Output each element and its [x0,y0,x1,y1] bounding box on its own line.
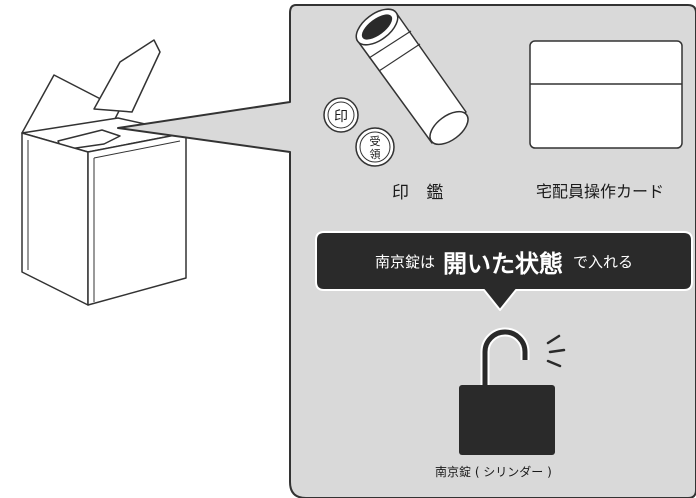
card-label: 宅配員操作カード [536,182,665,201]
stamp-glyph-in: 印 [334,109,348,125]
padlock-icon [459,327,555,455]
box-flap-right [93,39,161,113]
stamp-impression-juryo: 受 領 [355,127,395,167]
inkan-label: 印 鑑 [392,183,450,203]
banner-text: 南京錠は 開いた状態 で入れる [320,236,688,286]
banner-suffix: で入れる [573,252,634,271]
padlock-label: 南京錠 ( シリンダー ) [435,465,552,479]
stamp-glyph-ju: 受 [370,135,381,148]
box-illustration [21,39,187,306]
click-marks-icon [546,334,566,368]
banner-bubble [315,231,693,311]
card-icon [529,40,683,149]
box-front-face [21,132,89,306]
stamp-icon [355,8,469,146]
stamp-impression-in: 印 [323,97,359,133]
banner-emphasis: 開いた状態 [443,249,563,278]
stamp-glyph-ryo: 領 [370,147,381,161]
banner-prefix: 南京錠は [374,252,435,271]
box-right-face [87,132,187,306]
padlock-body [459,385,555,455]
